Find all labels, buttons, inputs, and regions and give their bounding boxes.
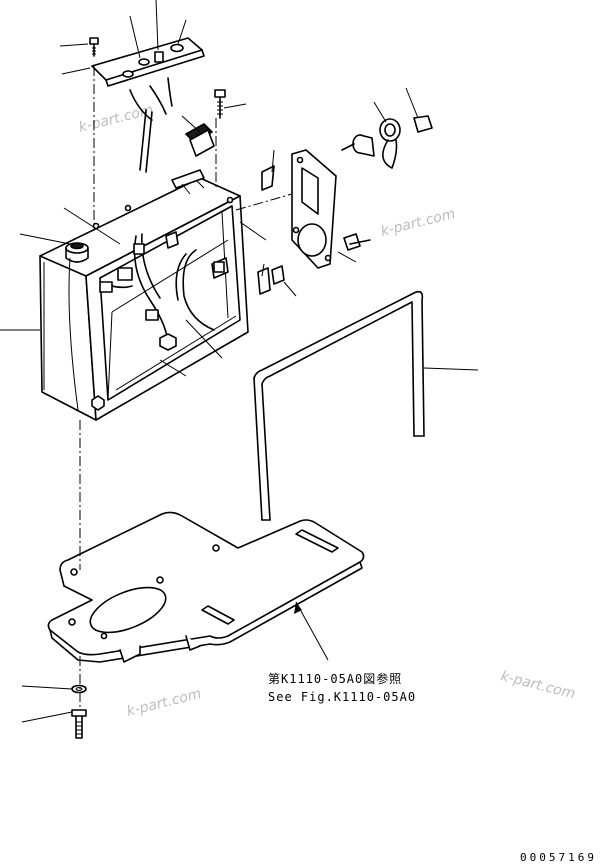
- rubber-cap: [185, 123, 215, 157]
- key-switch: [341, 134, 375, 157]
- bolt-side-plate: [343, 233, 371, 251]
- bolt-mount: [214, 89, 226, 119]
- watermark-3: k-part.com: [125, 686, 203, 720]
- clip-middle: [257, 265, 285, 295]
- control-box: [39, 169, 249, 421]
- weatherstrip: [253, 290, 425, 521]
- base-plate: [47, 511, 365, 663]
- leader-lines: [0, 0, 479, 723]
- bolt-bottom: [71, 709, 87, 739]
- switch-cap: [413, 115, 433, 133]
- document-number: 00057169: [520, 851, 597, 864]
- watermark-2: k-part.com: [379, 206, 457, 240]
- switch-nut: [379, 118, 401, 169]
- top-cover-plate: [91, 37, 205, 173]
- washer: [71, 684, 87, 694]
- reference-note-english: See Fig.K1110-05A0: [268, 690, 416, 704]
- watermark-4: k-part.com: [499, 668, 577, 702]
- side-plate: [291, 149, 337, 269]
- reference-note-japanese: 第K1110-05A0図参照: [268, 671, 402, 686]
- reference-arrow: [294, 601, 329, 661]
- clip-top: [261, 165, 275, 191]
- bolt-top-cover: [89, 37, 99, 57]
